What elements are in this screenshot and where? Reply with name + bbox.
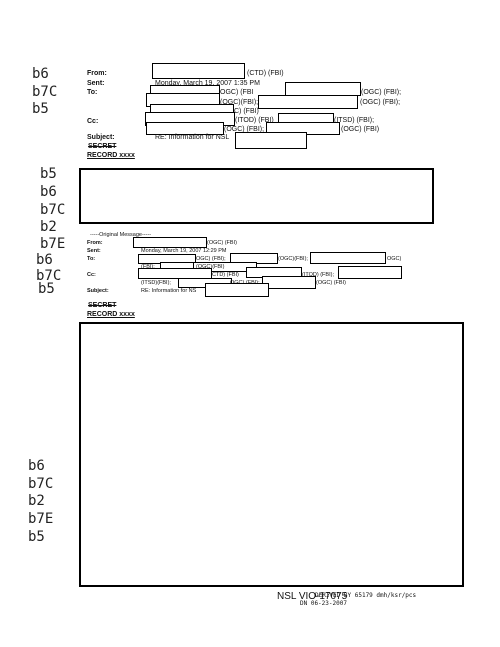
redaction-box (262, 276, 316, 289)
exemption-code: b7E (40, 236, 66, 252)
from-label: From: (87, 240, 103, 246)
subject-label: Subject: (87, 134, 115, 141)
to-label: To: (87, 256, 96, 262)
redaction-block (79, 168, 434, 224)
to-fragment: C) (FBI) (234, 108, 259, 115)
record-marking: RECORD xxxx (87, 152, 135, 159)
cc-label: Cc: (87, 272, 96, 278)
bates-number: NSL VIO-17075 (277, 591, 348, 602)
exemption-code: b6 (28, 458, 45, 474)
cc-fragment: CTD) (FBI) (212, 272, 239, 278)
cc-label: Cc: (87, 118, 99, 125)
exemption-code: b5 (40, 166, 57, 182)
to-fragment: (FBI); (141, 264, 155, 270)
redaction-box (338, 266, 402, 279)
exemption-code: b2 (40, 219, 57, 235)
to-fragment: (OGC)(FBI) (196, 264, 225, 270)
to-label: To: (87, 89, 98, 96)
exemption-code: b7E (28, 511, 54, 527)
sent-value: Monday, March 19, 2007 12:29 PM (141, 248, 227, 254)
exemption-code: b5 (32, 101, 49, 117)
exemption-code: b5 (38, 281, 55, 297)
sent-value: Monday, March 19, 2007 1:35 PM (155, 80, 260, 87)
to-fragment: OGC) (387, 256, 402, 262)
exemption-code: b6 (36, 252, 53, 268)
exemption-code: b5 (28, 529, 45, 545)
redaction-box (138, 268, 212, 279)
subject-value: RE: Information for NSL (155, 134, 230, 141)
from-suffix: (CTD) (FBI) (247, 70, 284, 77)
subject-value: RE: Information for NS (141, 288, 197, 294)
cc-fragment: (OGC) (FBI) (316, 280, 346, 286)
to-fragment: (OGC) (FBI); (360, 99, 401, 106)
redaction-box (258, 95, 358, 109)
cc-fragment: (ITOD) (FBI) (235, 117, 274, 124)
to-fragment: (OGC) (FBI); (361, 89, 402, 96)
redaction-box (285, 82, 361, 96)
declassification-stamp: DERIVED BY 65179 dmh/ksr/pcs (315, 592, 417, 599)
record-marking: RECORD xxxx (87, 311, 135, 318)
classification-marking: SECRET (88, 302, 117, 309)
redaction-box (310, 252, 386, 264)
subject-label: Subject: (87, 288, 109, 294)
original-message-header: -----Original Message----- (90, 232, 152, 238)
exemption-code: b6 (40, 184, 57, 200)
redaction-box (235, 132, 307, 149)
redaction-box (152, 63, 245, 79)
cc-fragment: (ITSD) (FBI); (334, 117, 375, 124)
cc-fragment: (OGC) (FBI) (341, 126, 380, 133)
cc-fragment: (ITOD) (FBI); (302, 272, 334, 278)
to-fragment: OGC) (FBI); (196, 256, 226, 262)
exemption-code: b2 (28, 493, 45, 509)
redaction-box (146, 122, 224, 135)
classification-marking: SECRET (88, 143, 117, 150)
exemption-code: b7C (36, 268, 62, 284)
to-fragment: OGC) (FBI (220, 89, 254, 96)
sent-label: Sent: (87, 248, 101, 254)
to-fragment: (OGC)(FBI); (278, 256, 308, 262)
cc-fragment: (ITSD)(FBI); (141, 280, 171, 286)
redaction-box (133, 237, 207, 248)
exemption-code: b7C (32, 84, 58, 100)
to-fragment: (OGC)(FBI); (220, 99, 259, 106)
from-suffix: (OGC) (FBI) (207, 240, 237, 246)
cc-fragment: (OGC) (FBI); (224, 126, 265, 133)
redaction-block (79, 322, 464, 587)
declassification-stamp: DN 06-23-2007 (300, 600, 347, 607)
sent-label: Sent: (87, 80, 105, 87)
exemption-code: b6 (32, 66, 49, 82)
exemption-code: b7C (28, 476, 54, 492)
from-label: From: (87, 70, 107, 77)
exemption-code: b7C (40, 202, 66, 218)
redaction-box (205, 283, 269, 297)
